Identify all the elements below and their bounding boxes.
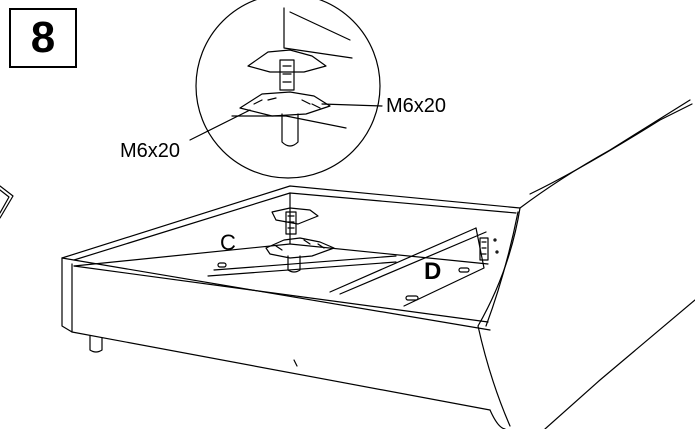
part-label-d: D <box>424 258 442 285</box>
offscreen-panel-edge <box>0 185 14 219</box>
headboard <box>477 99 695 429</box>
front-leg <box>89 335 103 353</box>
part-label-c: C <box>220 230 236 255</box>
bolt-callout-left: M6x20 <box>120 140 181 162</box>
bolt-callout-right: M6x20 <box>386 95 447 117</box>
step-number: 8 <box>30 13 56 62</box>
detail-magnifier <box>189 0 383 179</box>
step-number-box: 8 <box>9 8 77 68</box>
center-support-bracket <box>265 207 335 273</box>
bed-base-frame <box>61 185 521 411</box>
cross-slat-c <box>207 255 397 277</box>
cross-slat-d <box>329 227 499 307</box>
